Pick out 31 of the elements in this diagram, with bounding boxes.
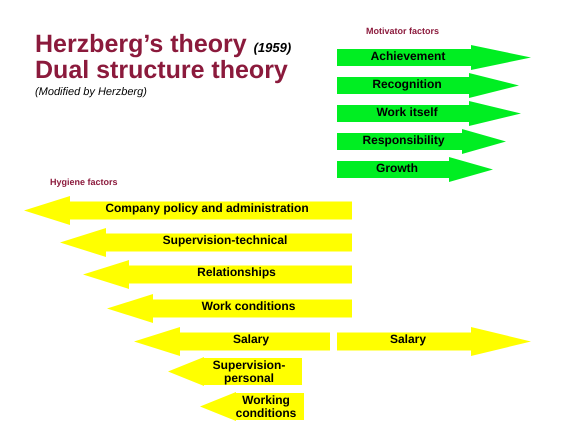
- factor-label: Company policy and administration: [104, 202, 310, 215]
- left-pointing-banner: [168, 356, 302, 386]
- right-pointing-banner: [337, 326, 531, 356]
- right-pointing-banner: [337, 128, 506, 154]
- subtitle: Dual structure theory: [35, 56, 288, 85]
- factor-label: Salary: [388, 333, 428, 346]
- factor-label: Supervision-technical: [162, 234, 288, 247]
- group-heading: Hygiene factors: [50, 177, 118, 187]
- left-pointing-banner: [134, 326, 330, 356]
- factor-label: Growth: [375, 162, 419, 174]
- factor-label: Work itself: [375, 106, 439, 118]
- right-pointing-banner: [337, 44, 531, 70]
- factor-label: Responsibility: [361, 134, 446, 146]
- left-pointing-banner: [107, 294, 352, 322]
- factor-label: Achievement: [370, 50, 446, 62]
- left-pointing-banner: [83, 260, 352, 288]
- right-pointing-banner: [337, 100, 521, 126]
- left-pointing-banner: [200, 392, 304, 420]
- title: Herzberg’s theory (1959): [35, 30, 292, 59]
- factor-label: Relationships: [196, 266, 277, 279]
- left-pointing-banner: [24, 196, 352, 224]
- group-heading: Motivator factors: [366, 26, 440, 36]
- factor-label: Working conditions: [234, 394, 298, 420]
- right-pointing-banner: [337, 72, 519, 98]
- note: (Modified by Herzberg): [35, 86, 147, 98]
- right-pointing-banner: [337, 156, 493, 182]
- factor-label: Supervision-personal: [212, 358, 286, 384]
- factor-label: Salary: [232, 333, 270, 346]
- factor-label: Work conditions: [200, 300, 296, 313]
- factor-label: Recognition: [371, 78, 443, 90]
- left-pointing-banner: [60, 228, 352, 256]
